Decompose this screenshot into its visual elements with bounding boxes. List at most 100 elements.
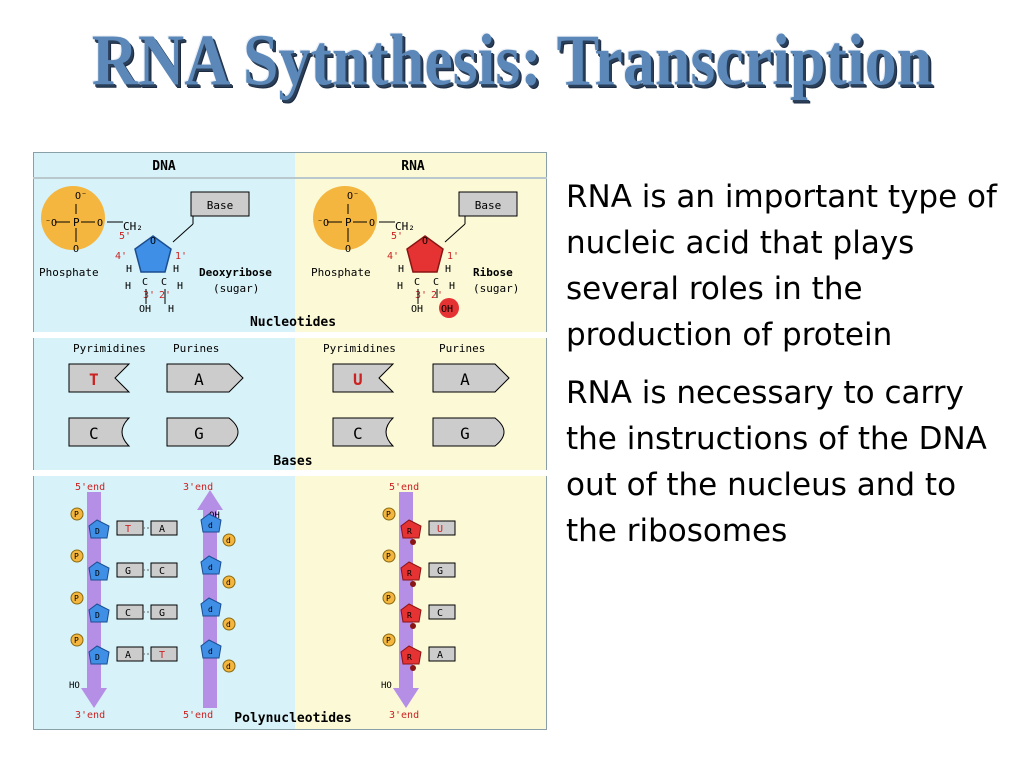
svg-text:(sugar): (sugar)	[473, 282, 519, 295]
base-guanine-dna	[166, 417, 239, 447]
svg-text:H: H	[173, 264, 179, 275]
svg-text:O: O	[150, 236, 156, 247]
poly-phosphate-label: d	[226, 620, 231, 629]
poly-deoxyribose	[88, 603, 110, 623]
svg-text:3': 3'	[143, 290, 155, 301]
svg-text:O: O	[422, 236, 428, 247]
nucleic-acid-figure: DNA RNA O⁻ ⁻O P O O CH₂ O 5' 4' 3' 2' 1'…	[33, 152, 547, 730]
base-adenine-rna	[432, 363, 510, 393]
svg-text:G: G	[460, 424, 470, 443]
poly-rna-base	[428, 562, 456, 578]
svg-text:4': 4'	[387, 251, 399, 262]
poly-dna-base-right	[150, 604, 178, 620]
poly-dna-base-left-label: G	[125, 566, 131, 577]
rna-nucleotide: O⁻ ⁻O P O O CH₂ O 5' 4' 3' 2' 1' H H C C…	[311, 186, 519, 318]
svg-text:HO: HO	[69, 681, 80, 691]
poly-phosphate	[70, 591, 84, 605]
poly-phosphate-label: P	[74, 552, 79, 561]
poly-rna-base	[428, 604, 456, 620]
poly-phosphate	[382, 591, 396, 605]
svg-text:O: O	[369, 218, 375, 229]
poly-phosphate-label: P	[386, 510, 391, 519]
poly-ribose-label: R	[407, 527, 412, 536]
svg-text:CH₂: CH₂	[395, 220, 415, 233]
poly-ribose-oh	[410, 665, 416, 671]
poly-dna-base-right	[150, 562, 178, 578]
svg-text:Pyrimidines: Pyrimidines	[323, 342, 396, 355]
poly-deoxyribose-label: d	[208, 563, 213, 572]
dna-phosphate-label: Phosphate	[39, 266, 99, 279]
poly-phosphate	[222, 575, 236, 589]
svg-text:⁻O: ⁻O	[45, 218, 57, 229]
poly-rna-base-label: U	[437, 524, 443, 535]
poly-deoxyribose	[88, 645, 110, 665]
poly-phosphate-label: P	[74, 594, 79, 603]
poly-phosphate	[70, 549, 84, 563]
svg-text:C: C	[142, 277, 148, 288]
dna-header: DNA	[152, 159, 176, 174]
poly-phosphate-label: P	[386, 636, 391, 645]
svg-text:C: C	[161, 277, 167, 288]
rna-phosphate-circle	[313, 186, 377, 250]
rna-header: RNA	[401, 159, 425, 174]
poly-ribose-oh	[410, 623, 416, 629]
dna-backbone-left	[87, 492, 101, 692]
poly-deoxyribose-label: D	[95, 653, 100, 662]
ribose-2oh-highlight	[439, 298, 459, 318]
svg-text:O: O	[73, 244, 79, 255]
svg-text:G: G	[194, 424, 204, 443]
svg-text:5'end: 5'end	[389, 482, 419, 493]
poly-deoxyribose	[200, 639, 222, 659]
poly-ribose	[400, 561, 422, 581]
poly-phosphate-label: P	[386, 552, 391, 561]
section-nucleotides-label: Nucleotides	[250, 315, 336, 330]
figure-svg: DNA RNA O⁻ ⁻O P O O CH₂ O 5' 4' 3' 2' 1'…	[33, 152, 547, 730]
svg-text:H: H	[177, 281, 183, 292]
svg-text:H: H	[398, 264, 404, 275]
svg-text:Base: Base	[475, 199, 502, 212]
ribose-ring	[406, 235, 444, 273]
bases-panel: Pyrimidines Purines Pyrimidines Purines …	[68, 342, 510, 447]
svg-text:5': 5'	[119, 231, 131, 242]
poly-phosphate	[70, 633, 84, 647]
svg-text:O: O	[97, 218, 103, 229]
paragraph-2: RNA is necessary to carry the instructio…	[566, 375, 987, 549]
poly-deoxyribose	[200, 597, 222, 617]
poly-phosphate	[222, 533, 236, 547]
svg-text:C: C	[433, 277, 439, 288]
svg-text:Pyrimidines: Pyrimidines	[73, 342, 146, 355]
poly-rna-base	[428, 520, 456, 536]
poly-dna-base-right	[150, 520, 178, 536]
paragraph-1: RNA is an important type of nucleic acid…	[566, 179, 997, 353]
poly-phosphate-label: d	[226, 536, 231, 545]
poly-rna-base	[428, 646, 456, 662]
poly-ribose-oh	[410, 581, 416, 587]
svg-text:OH: OH	[209, 511, 220, 521]
dna-phosphate-circle	[41, 186, 105, 250]
dna-base-box	[190, 191, 250, 217]
poly-phosphate	[222, 659, 236, 673]
svg-text:HO: HO	[381, 681, 392, 691]
svg-text:OH: OH	[411, 304, 423, 315]
poly-deoxyribose	[200, 513, 222, 533]
poly-deoxyribose-label: D	[95, 569, 100, 578]
svg-text:1': 1'	[175, 251, 187, 262]
poly-ribose-oh	[410, 539, 416, 545]
svg-text:C: C	[353, 424, 363, 443]
svg-text:H: H	[126, 264, 132, 275]
base-cytosine-rna	[332, 417, 395, 447]
poly-phosphate	[382, 549, 396, 563]
polynucleotides-panel: 5'end 3'end 5'end 3'end 5'end 3'end OH H…	[69, 482, 456, 721]
section-bases-label: Bases	[273, 454, 312, 469]
poly-deoxyribose-label: D	[95, 527, 100, 536]
svg-text:P: P	[345, 216, 352, 229]
svg-text:H: H	[168, 304, 174, 315]
base-thymine	[68, 363, 131, 393]
poly-ribose-label: R	[407, 653, 412, 662]
svg-text:C: C	[89, 424, 99, 443]
rna-phosphate-label: Phosphate	[311, 266, 371, 279]
svg-text:OH: OH	[139, 304, 151, 315]
section-polynucleotides-label: Polynucleotides	[234, 711, 351, 726]
poly-ribose	[400, 519, 422, 539]
ribose-label: Ribose	[473, 266, 513, 279]
